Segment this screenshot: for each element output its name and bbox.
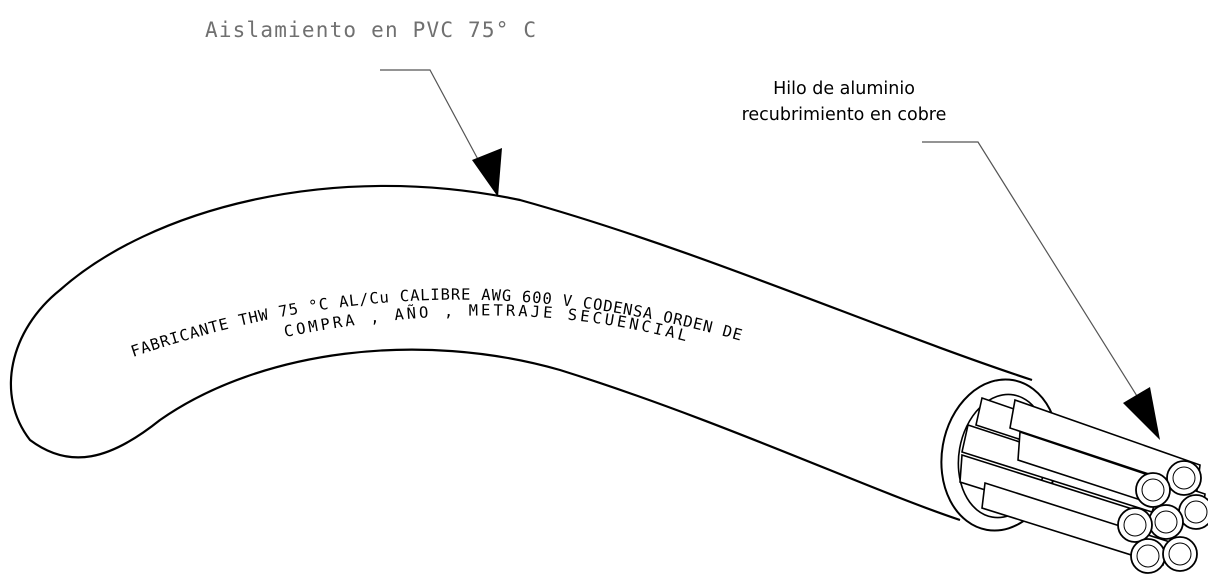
strand-end [1166, 460, 1202, 496]
conductor-label-line1: Hilo de aluminio [773, 79, 915, 99]
insulation-leader-line [380, 69, 489, 179]
insulation-label: Aislamiento en PVC 75° C [205, 18, 537, 42]
strand-end [1148, 504, 1184, 540]
conductor-label-line2: recubrimiento en cobre [742, 105, 947, 125]
strand-end [1117, 507, 1153, 543]
conductor-arrow [1123, 387, 1160, 440]
cable-insulation-body [9, 184, 1033, 522]
strand-end [1130, 538, 1166, 574]
strand-ends [1117, 460, 1208, 574]
strand-end [1162, 536, 1198, 572]
insulation-arrow [472, 148, 502, 197]
strand-end [1135, 472, 1171, 508]
conductor-leader-line [922, 141, 1153, 421]
